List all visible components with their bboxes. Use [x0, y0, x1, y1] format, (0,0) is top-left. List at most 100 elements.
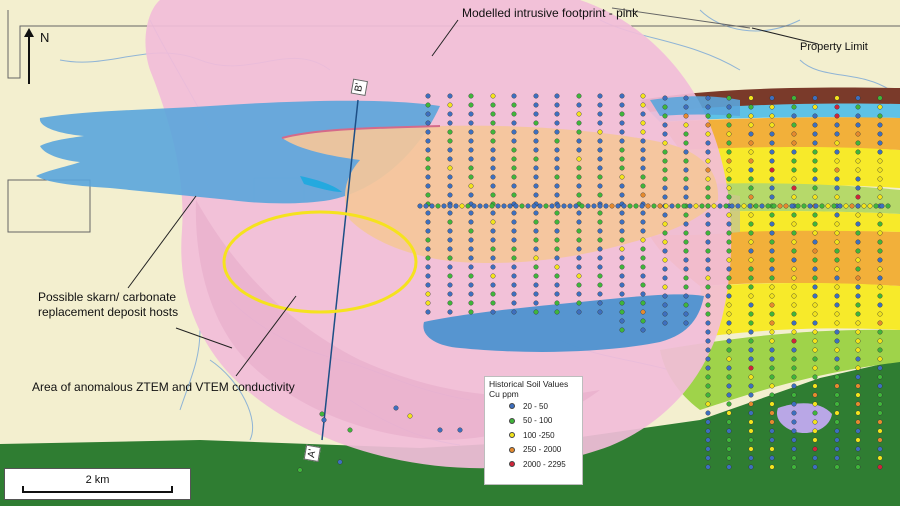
soil-sample-point	[769, 167, 775, 173]
soil-sample-point	[729, 203, 735, 209]
soil-sample-point	[429, 203, 435, 209]
soil-sample-point	[834, 401, 840, 407]
legend-range: 2000 - 2295	[523, 459, 566, 469]
soil-sample-point	[597, 264, 603, 270]
soil-sample-point	[468, 129, 474, 135]
soil-sample-point	[726, 284, 732, 290]
soil-sample-point	[748, 275, 754, 281]
soil-sample-point	[615, 203, 621, 209]
soil-sample-point	[723, 203, 729, 209]
soil-sample-point	[834, 248, 840, 254]
soil-sample-point	[877, 302, 883, 308]
soil-sample-point	[791, 113, 797, 119]
soil-sample-point	[726, 410, 732, 416]
soil-sample-point	[554, 300, 560, 306]
soil-sample-point	[791, 248, 797, 254]
soil-sample-point	[619, 147, 625, 153]
soil-sample-point	[855, 383, 861, 389]
soil-sample-point	[683, 284, 689, 290]
soil-sample-point	[791, 455, 797, 461]
soil-sample-point	[877, 176, 883, 182]
soil-sample-point	[640, 327, 646, 333]
soil-sample-point	[468, 93, 474, 99]
soil-sample-point	[877, 113, 883, 119]
soil-sample-point	[834, 239, 840, 245]
soil-sample-point	[726, 131, 732, 137]
soil-sample-point	[748, 140, 754, 146]
soil-sample-point	[619, 129, 625, 135]
soil-sample-point	[554, 156, 560, 162]
soil-sample-point	[748, 356, 754, 362]
anomaly-ellipse	[222, 210, 418, 314]
soil-sample-point	[748, 239, 754, 245]
soil-sample-point	[769, 158, 775, 164]
soil-sample-point	[435, 203, 441, 209]
soil-sample-point	[662, 140, 668, 146]
soil-sample-point	[705, 113, 711, 119]
soil-sample-point	[855, 401, 861, 407]
soil-sample-point	[834, 293, 840, 299]
soil-sample-point	[769, 113, 775, 119]
soil-sample-point	[619, 228, 625, 234]
soil-sample-point	[791, 419, 797, 425]
soil-sample-point	[877, 428, 883, 434]
soil-sample-point	[855, 320, 861, 326]
soil-sample-point	[855, 311, 861, 317]
soil-sample-point	[726, 419, 732, 425]
soil-sample-point	[447, 120, 453, 126]
soil-sample-point	[748, 266, 754, 272]
soil-sample-point	[425, 228, 431, 234]
soil-sample-point	[748, 113, 754, 119]
soil-sample-point	[425, 174, 431, 180]
soil-sample-point	[726, 95, 732, 101]
soil-sample-point	[511, 282, 517, 288]
soil-sample-point	[533, 273, 539, 279]
soil-sample-point	[726, 365, 732, 371]
soil-sample-point	[705, 203, 711, 209]
soil-sample-point	[705, 428, 711, 434]
soil-sample-point	[576, 183, 582, 189]
legend-swatch-icon	[509, 446, 515, 453]
soil-sample-point	[683, 275, 689, 281]
soil-sample-point	[533, 129, 539, 135]
soil-sample-point	[705, 149, 711, 155]
soil-sample-point	[490, 255, 496, 261]
soil-sample-point	[490, 120, 496, 126]
soil-sample-point	[576, 192, 582, 198]
soil-sample-point	[468, 120, 474, 126]
soil-sample-point	[855, 131, 861, 137]
soil-sample-point	[447, 237, 453, 243]
soil-sample-point	[619, 255, 625, 261]
soil-sample-point	[683, 320, 689, 326]
soil-sample-point	[791, 293, 797, 299]
soil-sample-point	[748, 176, 754, 182]
soil-sample-point	[640, 255, 646, 261]
soil-sample-point	[877, 257, 883, 263]
soil-sample-point	[812, 365, 818, 371]
soil-sample-point	[640, 264, 646, 270]
legend-swatch-icon	[509, 461, 515, 468]
soil-sample-point	[834, 158, 840, 164]
soil-sample-point	[748, 338, 754, 344]
legend-swatch-icon	[509, 432, 515, 439]
soil-sample-point	[748, 455, 754, 461]
soil-sample-point	[681, 203, 687, 209]
section-label-end: B'	[350, 79, 368, 96]
soil-sample-point	[683, 167, 689, 173]
soil-sample-point	[705, 122, 711, 128]
soil-sample-point	[877, 230, 883, 236]
soil-sample-point	[683, 248, 689, 254]
soil-sample-point	[791, 302, 797, 308]
soil-sample-point	[576, 291, 582, 297]
carbonate-unit-east	[650, 96, 740, 116]
soil-sample-point	[651, 203, 657, 209]
soil-sample-point	[425, 138, 431, 144]
soil-sample-point	[834, 410, 840, 416]
soil-sample-point	[726, 104, 732, 110]
soil-sample-point	[705, 275, 711, 281]
soil-sample-point	[855, 212, 861, 218]
soil-sample-point	[879, 203, 885, 209]
soil-sample-point	[425, 147, 431, 153]
soil-sample-point	[877, 374, 883, 380]
